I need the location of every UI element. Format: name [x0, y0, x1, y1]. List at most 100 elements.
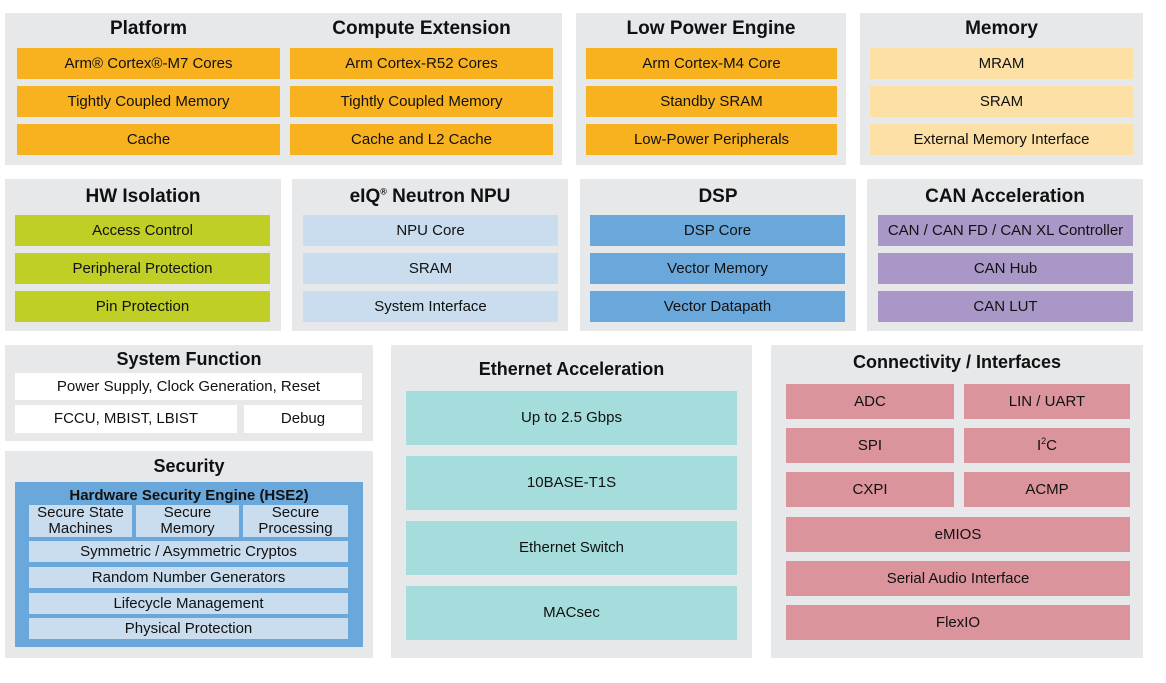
lpe-item-m4: Arm Cortex-M4 Core [586, 48, 837, 79]
hse-row-physical: Physical Protection [29, 618, 348, 639]
compute-extension-title: Compute Extension [332, 18, 511, 39]
platform-item-label: Cache [126, 130, 171, 148]
ethernet-item-10base: 10BASE-T1S [406, 456, 737, 510]
conn-cxpi: CXPI [786, 472, 954, 507]
conn-i2c: I2C [964, 428, 1130, 463]
conn-i2c-prefix: I [1036, 436, 1042, 454]
sysfn-fccu-label: FCCU, MBIST, LBIST [53, 410, 199, 427]
dsp-title: DSP [698, 186, 738, 207]
sysfn-power-label: Power Supply, Clock Generation, Reset [56, 377, 321, 395]
lpe-item-label: Standby SRAM [660, 92, 763, 110]
hw-item-peripheral: Peripheral Protection [15, 253, 270, 284]
hw-item-label: Pin Protection [95, 297, 190, 315]
conn-emios: eMIOS [786, 517, 1130, 552]
compute-item-r52: Arm Cortex-R52 Cores [290, 48, 553, 79]
hse-col2-line1: Secure [163, 504, 212, 521]
memory-item-label: External Memory Interface [913, 130, 1090, 148]
hse-col3-line2: Processing [258, 520, 333, 537]
dsp-item-label: Vector Datapath [663, 297, 772, 315]
sysfn-fccu: FCCU, MBIST, LBIST [15, 405, 237, 433]
npu-item-label: System Interface [374, 297, 487, 315]
compute-item-label: Cache and L2 Cache [351, 130, 492, 148]
compute-item-tcm: Tightly Coupled Memory [290, 86, 553, 117]
platform-item-tcm: Tightly Coupled Memory [17, 86, 280, 117]
dsp-item-vdp: Vector Datapath [590, 291, 845, 322]
connectivity-title: Connectivity / Interfaces [852, 352, 1062, 372]
hse-block: Hardware Security Engine (HSE2) Secure S… [15, 482, 363, 647]
ethernet-item-switch: Ethernet Switch [406, 521, 737, 575]
hw-isolation-title: HW Isolation [85, 186, 201, 207]
npu-item-core: NPU Core [303, 215, 558, 246]
dsp-item-label: DSP Core [683, 221, 752, 239]
hse-row-label: Physical Protection [124, 619, 253, 637]
can-item-lut: CAN LUT [878, 291, 1133, 322]
conn-lin-label: LIN / UART [1008, 392, 1086, 410]
memory-item-label: SRAM [979, 92, 1024, 110]
hse-secure-state-machines: Secure State Machines [29, 505, 132, 537]
hse-title: Hardware Security Engine (HSE2) [69, 487, 309, 504]
hse-col2-line2: Memory [160, 520, 215, 537]
ethernet-item-label: 10BASE-T1S [526, 474, 617, 491]
security-title: Security [153, 456, 225, 476]
can-title: CAN Acceleration [925, 186, 1085, 207]
conn-acmp-label: ACMP [1025, 480, 1069, 498]
ethernet-item-macsec: MACsec [406, 586, 737, 640]
hw-item-access: Access Control [15, 215, 270, 246]
can-item-label: CAN Hub [973, 259, 1038, 277]
platform-item-cache: Cache [17, 124, 280, 155]
npu-title-suffix: Neutron NPU [386, 186, 511, 207]
hse-row-rng: Random Number Generators [29, 567, 348, 588]
dsp-item-core: DSP Core [590, 215, 845, 246]
platform-title: Platform [109, 18, 188, 39]
memory-item-emi: External Memory Interface [870, 124, 1133, 155]
lpe-item-sram: Standby SRAM [586, 86, 837, 117]
can-item-controller: CAN / CAN FD / CAN XL Controller [878, 215, 1133, 246]
memory-item-mram: MRAM [870, 48, 1133, 79]
npu-item-label: SRAM [408, 259, 453, 277]
sysfn-debug: Debug [244, 405, 362, 433]
compute-item-cache: Cache and L2 Cache [290, 124, 553, 155]
ethernet-title: Ethernet Acceleration [478, 359, 665, 379]
hse-secure-processing: Secure Processing [243, 505, 348, 537]
sysfn-power: Power Supply, Clock Generation, Reset [15, 373, 362, 400]
npu-title-prefix: eIQ [349, 186, 381, 207]
platform-item-m7: Arm® Cortex®-M7 Cores [17, 48, 280, 79]
conn-emios-label: eMIOS [934, 525, 982, 543]
hse-col3-line1: Secure [271, 504, 320, 521]
hse-row-cryptos: Symmetric / Asymmetric Cryptos [29, 541, 348, 562]
dsp-item-label: Vector Memory [667, 259, 768, 277]
npu-item-sysif: System Interface [303, 291, 558, 322]
hse-col1-line1: Secure State [37, 504, 124, 521]
hse-row-label: Random Number Generators [91, 568, 286, 586]
ethernet-item-speed: Up to 2.5 Gbps [406, 391, 737, 445]
conn-sai: Serial Audio Interface [786, 561, 1130, 596]
hw-item-pin: Pin Protection [15, 291, 270, 322]
conn-flexio: FlexIO [786, 605, 1130, 640]
conn-adc-label: ADC [854, 392, 886, 410]
memory-item-label: MRAM [978, 54, 1025, 72]
conn-spi: SPI [786, 428, 954, 463]
npu-item-label: NPU Core [396, 221, 465, 239]
conn-adc: ADC [786, 384, 954, 419]
conn-flexio-label: FlexIO [935, 613, 981, 631]
conn-cxpi-label: CXPI [852, 480, 888, 498]
compute-item-label: Arm Cortex-R52 Cores [345, 54, 498, 72]
dsp-item-vmem: Vector Memory [590, 253, 845, 284]
ethernet-item-label: MACsec [543, 604, 600, 621]
hse-col1-line2: Machines [48, 520, 113, 537]
conn-lin-uart: LIN / UART [964, 384, 1130, 419]
lpe-item-label: Arm Cortex-M4 Core [642, 54, 781, 72]
compute-item-label: Tightly Coupled Memory [340, 92, 503, 110]
lpe-item-peripherals: Low-Power Peripherals [586, 124, 837, 155]
hw-item-label: Access Control [92, 221, 193, 239]
ethernet-item-label: Up to 2.5 Gbps [521, 409, 622, 426]
npu-title: eIQ® Neutron NPU [292, 186, 568, 208]
conn-i2c-label: I2C [1036, 435, 1058, 454]
can-item-label: CAN LUT [973, 297, 1038, 315]
conn-acmp: ACMP [964, 472, 1130, 507]
conn-i2c-suffix: C [1046, 436, 1058, 454]
sysfn-debug-label: Debug [280, 410, 326, 427]
conn-i2c-sup: 2 [1041, 435, 1047, 446]
hse-row-label: Lifecycle Management [113, 594, 264, 612]
can-item-hub: CAN Hub [878, 253, 1133, 284]
